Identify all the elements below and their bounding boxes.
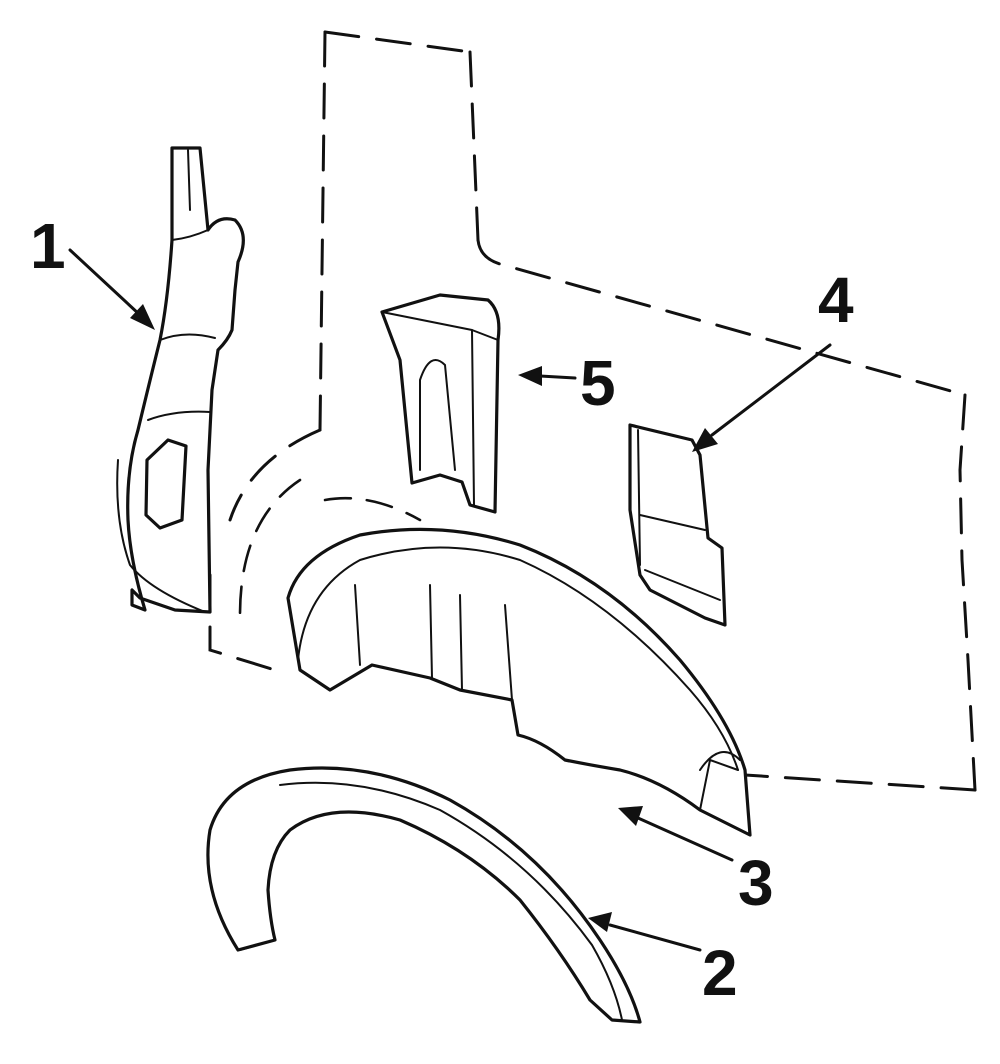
callout-1: 1 <box>30 210 66 282</box>
arrowhead-4 <box>692 428 718 452</box>
callout-2: 2 <box>702 937 738 1009</box>
part-4-panel <box>628 423 727 627</box>
arrowhead-3 <box>618 806 643 826</box>
arrowhead-1 <box>130 304 155 330</box>
leader-line-5 <box>518 366 577 386</box>
leader-line-1 <box>68 248 155 330</box>
callout-3: 3 <box>738 847 774 919</box>
leader-line-2 <box>588 912 702 952</box>
leader-line-4 <box>692 343 832 452</box>
part-3-inner-wheelhouse <box>286 527 752 837</box>
arrowhead-2 <box>588 912 612 932</box>
callout-5: 5 <box>580 347 616 419</box>
part-1-inner-pillar-panel <box>116 146 245 614</box>
part-2-wheel-opening-flare <box>206 766 642 1024</box>
arrowhead-5 <box>518 366 542 386</box>
part-5-bracket <box>380 293 501 514</box>
callout-4: 4 <box>818 264 854 336</box>
leader-line-3 <box>618 806 734 862</box>
